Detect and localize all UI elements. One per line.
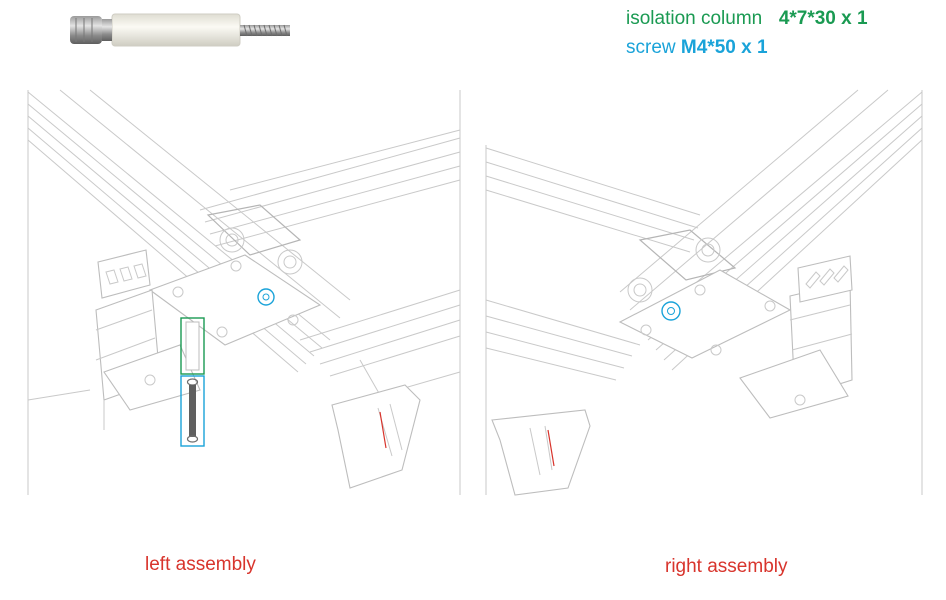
screw-head-icon [70, 16, 102, 44]
legend-screw-row: screw M4*50 x 1 [626, 33, 868, 62]
right-mount-hole-marker [661, 301, 681, 321]
screw-box [180, 375, 205, 447]
legend-column-row: isolation column 4*7*30 x 1 [626, 4, 868, 33]
screw-label: screw [626, 37, 676, 58]
isolation-column-box [180, 317, 205, 375]
column-spec: 4*7*30 x 1 [778, 8, 868, 29]
parts-legend: isolation column 4*7*30 x 1 screw M4*50 … [626, 4, 868, 62]
column-label: isolation column [626, 8, 763, 29]
screw-thread-icon [240, 24, 290, 37]
left-assembly-caption: left assembly [145, 554, 256, 575]
right-assembly-caption: right assembly [665, 556, 788, 577]
left-mount-hole-marker [257, 288, 275, 306]
screw-spec: M4*50 x 1 [680, 37, 768, 58]
